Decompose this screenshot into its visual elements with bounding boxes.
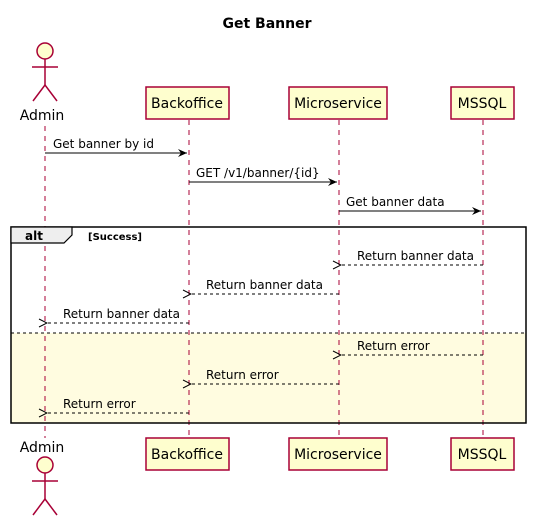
alt-guard: [Success]: [88, 232, 142, 243]
message-label: Return error: [206, 368, 279, 382]
message-label: Get banner by id: [53, 137, 154, 151]
message-4: Return banner data: [341, 249, 483, 265]
participant-label: MSSQL: [458, 447, 507, 463]
participant-mssql-top: MSSQL: [450, 86, 515, 120]
actor-admin-top: [32, 42, 58, 102]
message-1: Get banner by id: [45, 137, 187, 157]
message-label: Return error: [357, 339, 430, 353]
participant-label: Backoffice: [151, 447, 223, 463]
alt-fragment: alt [Success]: [10, 226, 527, 424]
alt-else-section: [11, 333, 526, 423]
message-7: Return error: [341, 339, 483, 355]
participant-mssql-bottom: MSSQL: [450, 437, 515, 471]
message-3: Get banner data: [339, 195, 481, 215]
actor-head: [36, 456, 54, 474]
participant-label: Microservice: [294, 447, 382, 463]
participant-backoffice-bottom: Backoffice: [145, 437, 230, 471]
message-2: GET /v1/banner/{id}: [189, 166, 337, 186]
participant-label: MSSQL: [458, 96, 507, 112]
actor-label-top: Admin: [20, 108, 65, 124]
alt-keyword: alt: [25, 229, 43, 243]
message-label: Return banner data: [357, 249, 474, 263]
message-8: Return error: [191, 368, 339, 384]
message-6: Return banner data: [47, 307, 189, 323]
message-9: Return error: [47, 397, 189, 413]
message-label: Return banner data: [63, 307, 180, 321]
actor-label-bottom: Admin: [20, 440, 65, 456]
participant-label: Microservice: [294, 96, 382, 112]
message-label: Return error: [63, 397, 136, 411]
participant-label: Backoffice: [151, 96, 223, 112]
participant-microservice-top: Microservice: [288, 86, 388, 120]
lifelines: [44, 120, 484, 438]
diagram-title: Get Banner: [222, 16, 311, 32]
participant-microservice-bottom: Microservice: [288, 437, 388, 471]
message-5: Return banner data: [191, 278, 339, 294]
actor-admin-bottom: [32, 456, 58, 516]
message-label: Get banner data: [346, 195, 445, 209]
participant-backoffice-top: Backoffice: [145, 86, 230, 120]
message-label: GET /v1/banner/{id}: [196, 166, 320, 180]
message-label: Return banner data: [206, 278, 323, 292]
actor-head: [36, 42, 54, 60]
